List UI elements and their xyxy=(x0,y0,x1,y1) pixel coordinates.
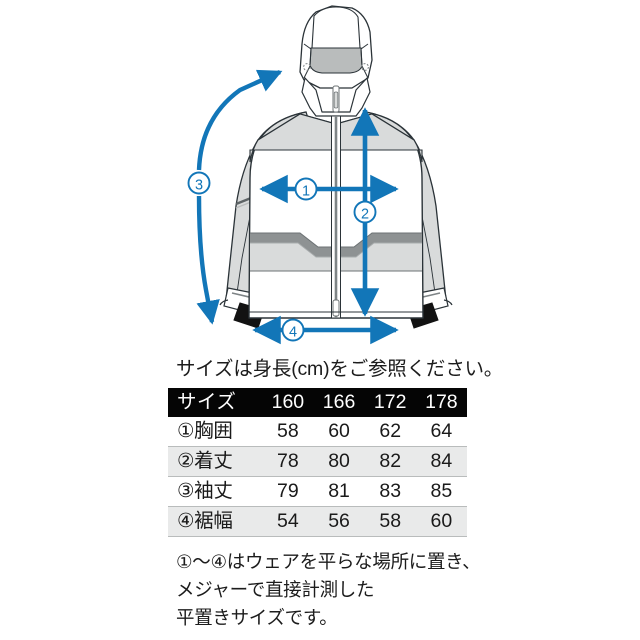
header-cell-166: 166 xyxy=(322,391,356,413)
table-row: ②着丈 78 80 82 84 xyxy=(168,446,467,477)
cell-length-166: 80 xyxy=(328,450,350,472)
row-label-chest: ①胸囲 xyxy=(177,420,233,442)
table-header-row: サイズ 160 166 172 178 xyxy=(168,388,467,417)
cell-length-160: 78 xyxy=(277,450,299,472)
footnote-line-1: ①〜④はウェアを平らな場所に置き、 xyxy=(176,551,481,572)
cell-chest-178: 64 xyxy=(430,420,453,442)
measure-arrow-4: 4 xyxy=(252,315,399,345)
row-label-length: ②着丈 xyxy=(177,450,233,472)
header-cell-178: 178 xyxy=(425,391,458,413)
svg-text:2: 2 xyxy=(361,207,369,223)
measure-arrow-2: 2 xyxy=(350,107,380,317)
cell-chest-160: 58 xyxy=(277,420,299,442)
size-caption: サイズは身長(cm)をご参照ください。 xyxy=(176,358,504,380)
row-label-hem: ④裾幅 xyxy=(177,510,233,532)
svg-text:1: 1 xyxy=(302,184,310,200)
footnote-line-2: メジャーで直接計測した xyxy=(176,579,375,600)
measure-arrow-3: 3 xyxy=(187,69,283,325)
table-row: ①胸囲 58 60 62 64 xyxy=(168,417,467,447)
footnote: ①〜④はウェアを平らな場所に置き、 メジャーで直接計測した 平置きサイズです。 xyxy=(176,548,506,632)
cell-hem-172: 58 xyxy=(379,510,402,532)
cell-hem-166: 56 xyxy=(328,510,350,532)
cell-hem-178: 60 xyxy=(430,510,453,532)
cell-chest-172: 62 xyxy=(379,420,402,442)
cell-sleeve-160: 79 xyxy=(277,480,299,502)
cell-length-172: 82 xyxy=(379,450,402,472)
size-table-body: ①胸囲 58 60 62 64 ②着丈 78 80 82 84 ③袖丈 79 8… xyxy=(168,417,467,537)
svg-text:3: 3 xyxy=(195,178,203,194)
row-label-sleeve: ③袖丈 xyxy=(177,480,233,502)
cell-chest-166: 60 xyxy=(328,420,350,442)
header-cell-172: 172 xyxy=(373,391,407,413)
cell-sleeve-166: 81 xyxy=(328,480,350,502)
table-row: ③袖丈 79 81 83 85 xyxy=(168,476,467,507)
svg-text:4: 4 xyxy=(289,325,297,341)
cell-sleeve-178: 85 xyxy=(430,480,453,502)
measurement-arrows: 1 2 3 xyxy=(187,69,399,345)
cell-hem-160: 54 xyxy=(277,510,299,532)
cell-sleeve-172: 83 xyxy=(379,480,402,502)
jacket-drawing xyxy=(219,5,453,329)
header-cell-size: サイズ xyxy=(177,391,237,413)
header-cell-160: 160 xyxy=(271,391,305,413)
size-table-head: サイズ 160 166 172 178 xyxy=(168,388,467,417)
measure-arrow-1: 1 xyxy=(259,174,399,204)
table-row: ④裾幅 54 56 58 60 xyxy=(168,506,467,537)
size-table: サイズ 160 166 172 178 ①胸囲 58 60 62 64 ②着丈 … xyxy=(168,388,467,537)
footnote-line-3: 平置きサイズです。 xyxy=(176,607,338,628)
jacket-illustration: 1 2 3 xyxy=(187,5,453,345)
cell-length-178: 84 xyxy=(430,450,453,472)
